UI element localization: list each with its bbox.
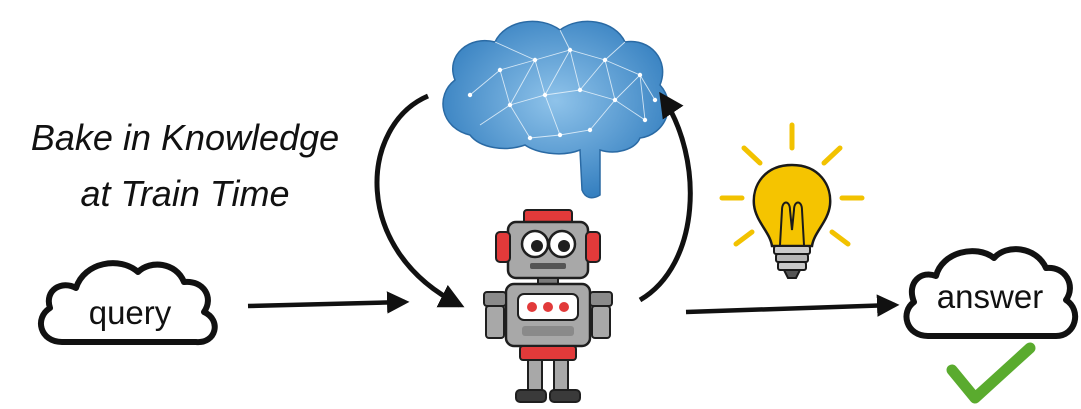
robot-icon: [483, 209, 613, 403]
brain-icon: [442, 20, 670, 199]
arrow-query-to-robot: [247, 291, 410, 314]
arrow-brain-to-robot: [374, 93, 465, 308]
query-cloud-icon: [38, 260, 218, 346]
lightbulb-icon: [719, 122, 865, 279]
answer-label: answer: [936, 278, 1044, 315]
arrow-robot-to-answer: [685, 294, 900, 317]
caption-line-2: at Train Time: [80, 173, 290, 214]
caption-line-1: Bake in Knowledge: [30, 117, 340, 158]
checkmark-icon: [946, 342, 1036, 404]
arrow-robot-to-brain: [638, 91, 693, 303]
answer-cloud-icon: [903, 246, 1078, 339]
query-label: query: [88, 294, 172, 331]
